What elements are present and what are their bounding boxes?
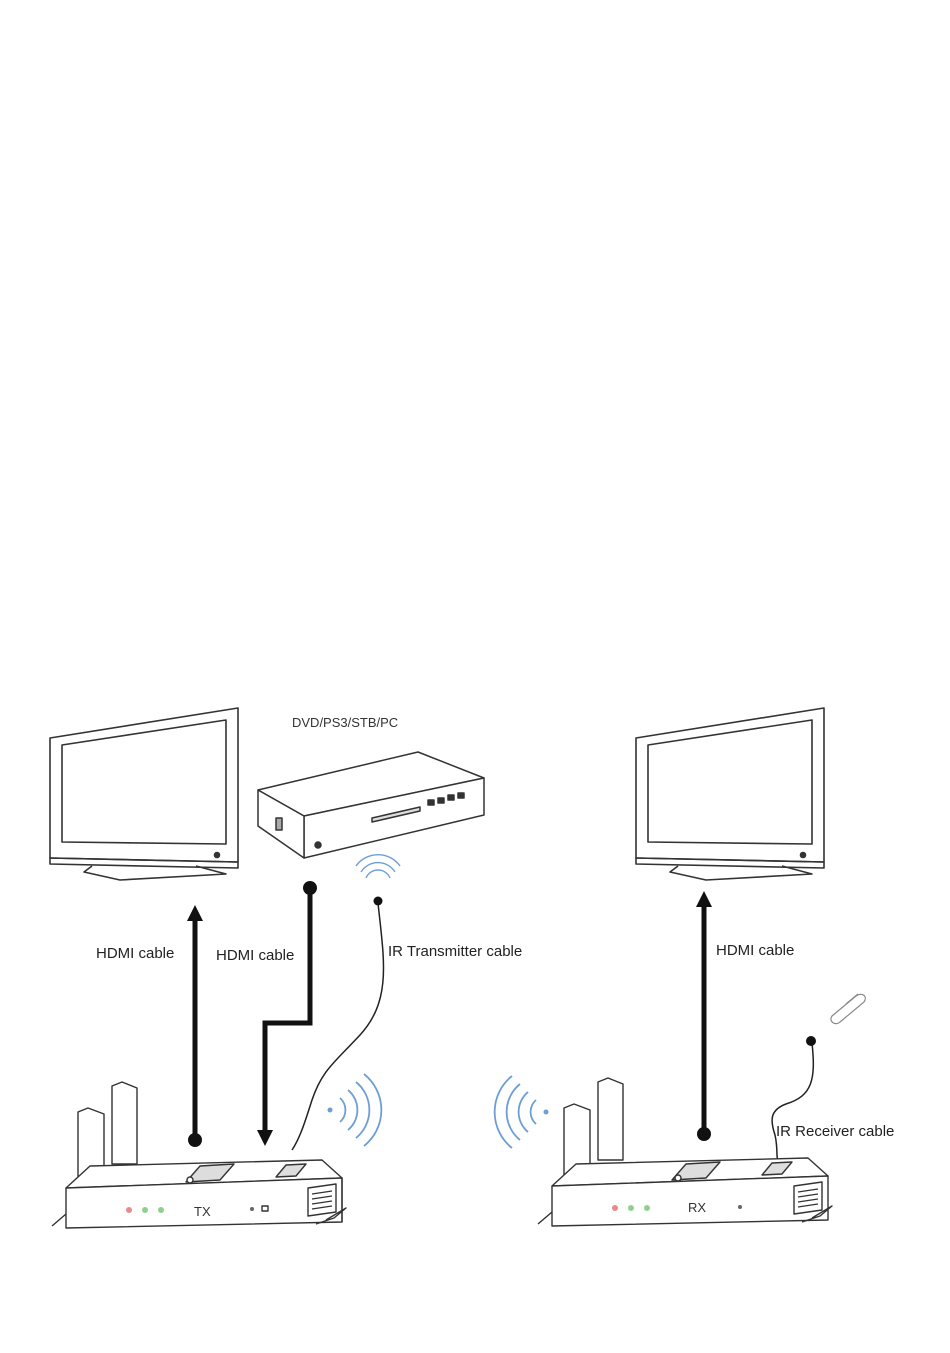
- hdmi-cable-rx-to-display: [696, 891, 712, 1141]
- source-device-label: DVD/PS3/STB/PC: [292, 715, 398, 730]
- ir-receiver-cable-label: IR Receiver cable: [776, 1123, 894, 1140]
- ir-receiver-eye-icon: [831, 994, 865, 1024]
- hdmi-cable-source-to-tx: [257, 881, 317, 1146]
- hdmi-cable-label-right: HDMI cable: [716, 942, 794, 959]
- rx-wireless-signal-icon: [495, 1076, 549, 1148]
- hdmi-cable-label-left: HDMI cable: [96, 945, 174, 962]
- rx-unit: [538, 1078, 832, 1226]
- source-device-box: [258, 752, 484, 858]
- ir-transmitter-cable-label: IR Transmitter cable: [388, 943, 522, 960]
- ir-receiver-cable: [772, 1036, 816, 1162]
- tx-unit-label: TX: [194, 1204, 211, 1219]
- hdmi-cable-tx-to-display: [187, 905, 203, 1147]
- hdmi-cable-label-center: HDMI cable: [216, 947, 294, 964]
- tx-wireless-signal-icon: [328, 1074, 382, 1146]
- right-tv-display: [636, 708, 824, 880]
- left-tv-display: [50, 708, 238, 880]
- rx-unit-label: RX: [688, 1200, 706, 1215]
